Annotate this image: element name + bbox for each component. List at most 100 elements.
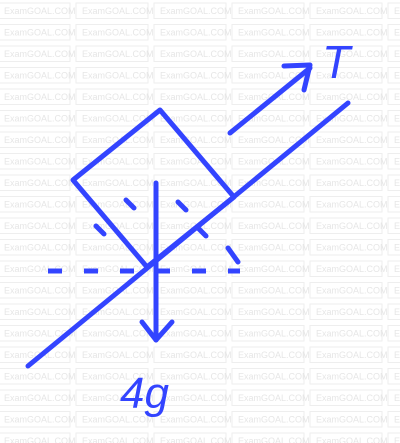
watermark-box <box>309 411 383 428</box>
watermark-text: ExamGOAL.COM <box>82 329 154 339</box>
watermark-box <box>387 346 400 363</box>
watermark-text: ExamGOAL.COM <box>238 393 310 403</box>
watermark-box <box>75 346 149 363</box>
watermark-text: ExamGOAL.COM <box>238 264 310 274</box>
watermark-text: ExamGOAL.COM <box>316 178 388 188</box>
watermark-box <box>387 325 400 342</box>
watermark-box <box>387 153 400 170</box>
watermark-text: ExamGOAL.COM <box>316 307 388 317</box>
watermark-box <box>309 260 383 277</box>
watermark-box <box>75 67 149 84</box>
watermark-text: ExamGOAL.COM <box>160 49 232 59</box>
watermark-box <box>153 67 227 84</box>
watermark-box <box>0 131 71 148</box>
watermark-text: ExamGOAL.COM <box>238 350 310 360</box>
watermark-text: ExamGOAL.COM <box>4 264 76 274</box>
watermark-box <box>387 282 400 299</box>
watermark-text: ExamGOAL.COM <box>4 178 76 188</box>
watermark-text: ExamGOAL.COM <box>82 6 154 16</box>
watermark-box <box>231 174 305 191</box>
watermark-text: ExamGOAL.COM <box>4 415 76 425</box>
watermark-text: ExamGOAL.COM <box>394 436 400 443</box>
watermark-text: ExamGOAL.COM <box>82 135 154 145</box>
watermark-box <box>153 346 227 363</box>
watermark-text: ExamGOAL.COM <box>394 114 400 124</box>
watermark-box <box>309 153 383 170</box>
watermark-text: ExamGOAL.COM <box>238 372 310 382</box>
watermark-text: ExamGOAL.COM <box>394 307 400 317</box>
watermark-text: ExamGOAL.COM <box>238 200 310 210</box>
watermark-text: ExamGOAL.COM <box>238 49 310 59</box>
watermark-box <box>387 110 400 127</box>
tension-arrowhead <box>281 62 313 93</box>
watermark-box <box>387 174 400 191</box>
watermark-box <box>75 24 149 41</box>
watermark-text: ExamGOAL.COM <box>82 264 154 274</box>
watermark-text: ExamGOAL.COM <box>316 393 388 403</box>
watermark-text: ExamGOAL.COM <box>394 329 400 339</box>
watermark-box <box>153 389 227 406</box>
watermark-text: ExamGOAL.COM <box>4 114 76 124</box>
watermark-box <box>153 45 227 62</box>
watermark-text: ExamGOAL.COM <box>160 415 232 425</box>
watermark-text: ExamGOAL.COM <box>4 243 76 253</box>
watermark-box <box>231 303 305 320</box>
watermark-text: ExamGOAL.COM <box>238 114 310 124</box>
watermark-text: ExamGOAL.COM <box>394 393 400 403</box>
watermark-text: ExamGOAL.COM <box>394 200 400 210</box>
watermark-text: ExamGOAL.COM <box>4 28 76 38</box>
watermark-text: ExamGOAL.COM <box>160 71 232 81</box>
watermark-box <box>309 2 383 19</box>
watermark-box <box>153 24 227 41</box>
watermark-box <box>0 411 71 428</box>
watermark-text: ExamGOAL.COM <box>238 436 310 443</box>
watermark-box <box>231 2 305 19</box>
watermark-box <box>309 24 383 41</box>
watermark-text: ExamGOAL.COM <box>4 200 76 210</box>
watermark-box <box>309 282 383 299</box>
watermark-box <box>0 303 71 320</box>
watermark-box <box>309 368 383 385</box>
watermark-box <box>309 217 383 234</box>
watermark-box <box>0 174 71 191</box>
watermark-text: ExamGOAL.COM <box>394 6 400 16</box>
watermark-text: ExamGOAL.COM <box>316 49 388 59</box>
watermark-box <box>387 196 400 213</box>
watermark-box <box>231 217 305 234</box>
watermark-text: ExamGOAL.COM <box>82 243 154 253</box>
watermark-box <box>153 368 227 385</box>
watermark-box <box>387 368 400 385</box>
watermark-box <box>231 282 305 299</box>
watermark-text: ExamGOAL.COM <box>394 286 400 296</box>
watermark-box <box>75 368 149 385</box>
watermark-box <box>309 110 383 127</box>
watermark-text: ExamGOAL.COM <box>394 135 400 145</box>
watermark-text: ExamGOAL.COM <box>82 200 154 210</box>
watermark-box <box>75 217 149 234</box>
watermark-box <box>231 411 305 428</box>
watermark-text: ExamGOAL.COM <box>160 114 232 124</box>
tension-label: T <box>322 36 353 88</box>
watermark-box <box>0 2 71 19</box>
watermark-text: ExamGOAL.COM <box>238 6 310 16</box>
watermark-box <box>231 325 305 342</box>
watermark-text: ExamGOAL.COM <box>316 243 388 253</box>
watermark-box <box>153 110 227 127</box>
watermark-text: ExamGOAL.COM <box>316 114 388 124</box>
watermark-text: ExamGOAL.COM <box>160 243 232 253</box>
watermark-box <box>231 432 305 443</box>
watermark-text: ExamGOAL.COM <box>82 178 154 188</box>
watermark-box <box>387 432 400 443</box>
watermark-box <box>387 2 400 19</box>
watermark-text: ExamGOAL.COM <box>160 6 232 16</box>
watermark-text: ExamGOAL.COM <box>394 350 400 360</box>
watermark-text: ExamGOAL.COM <box>316 6 388 16</box>
watermark-text: ExamGOAL.COM <box>316 286 388 296</box>
watermark-text: ExamGOAL.COM <box>394 71 400 81</box>
watermark-box <box>231 239 305 256</box>
watermark-box <box>0 67 71 84</box>
block <box>70 107 237 270</box>
watermark-text: ExamGOAL.COM <box>82 372 154 382</box>
watermark-box <box>231 368 305 385</box>
